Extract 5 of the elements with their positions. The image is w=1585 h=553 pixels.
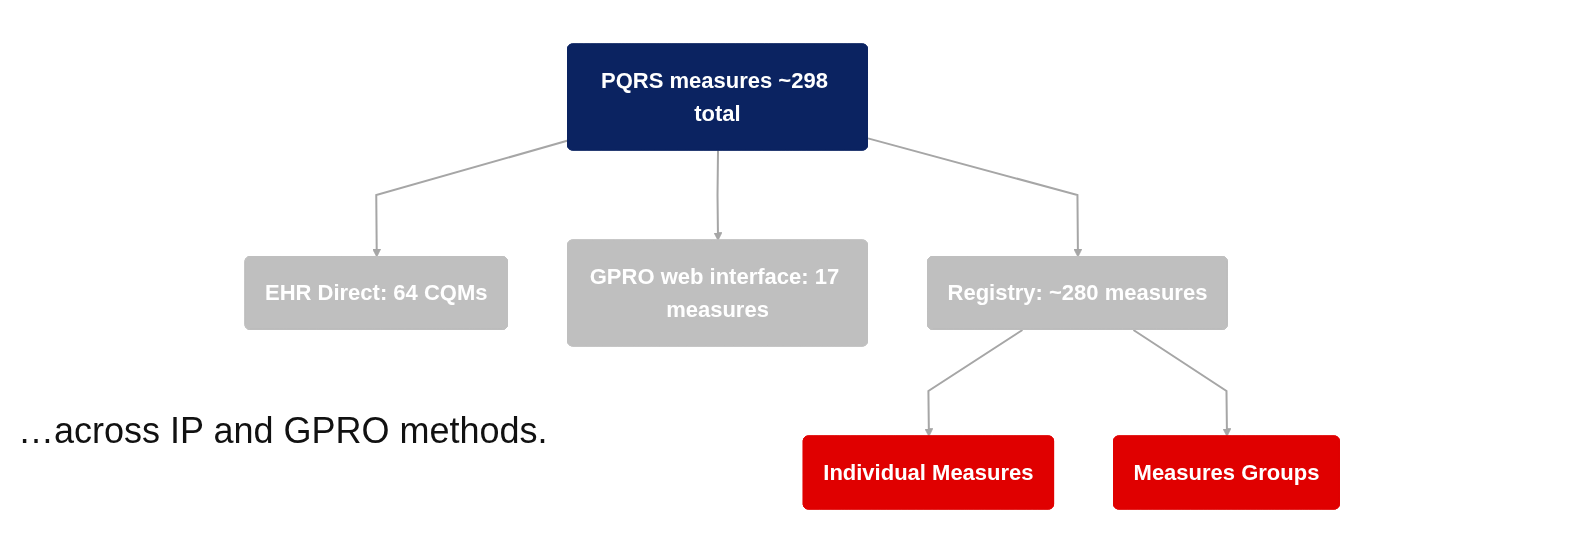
arrow <box>867 137 1083 258</box>
arrow <box>1132 329 1232 437</box>
note-text: …across IP and GPRO methods. <box>18 410 548 452</box>
arrow <box>924 329 1024 437</box>
arrow <box>713 149 723 241</box>
